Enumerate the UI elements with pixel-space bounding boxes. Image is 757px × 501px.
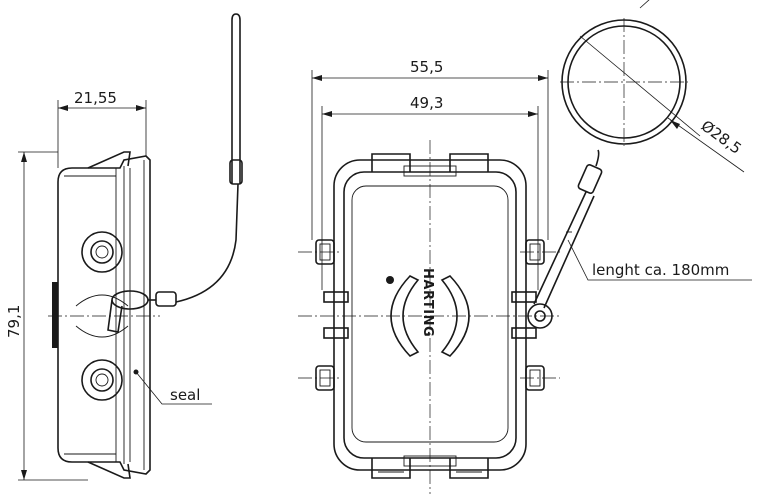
lanyard-eyelet xyxy=(527,303,553,329)
harting-logo-text: HARTING xyxy=(420,268,435,337)
side-view-cable xyxy=(175,183,239,303)
dimension-side-width: 21,55 xyxy=(57,89,147,168)
lanyard-loop-outer xyxy=(561,19,687,145)
dimension-inner-width: 49,3 xyxy=(321,94,539,290)
side-width-value: 21,55 xyxy=(74,89,117,107)
loop-diameter-value: Ø28,5 xyxy=(698,117,745,158)
dimension-outer-width: 55,5 xyxy=(311,58,549,240)
side-view-rib xyxy=(52,282,58,348)
lanyard-length-label: lenght ca. 180mm xyxy=(592,261,729,279)
lanyard-length-callout: lenght ca. 180mm xyxy=(567,239,752,281)
harting-logo: HARTING xyxy=(386,268,470,357)
side-view-boss-top xyxy=(81,231,123,273)
dimension-side-height: 79,1 xyxy=(5,151,88,481)
front-lanyard xyxy=(527,0,701,329)
seal-label: seal xyxy=(170,386,200,404)
side-view-boss-bottom xyxy=(81,359,123,401)
front-view: HARTING xyxy=(298,140,560,494)
lanyard-crimp xyxy=(577,164,603,194)
side-view-crimp xyxy=(155,291,177,307)
side-height-value: 79,1 xyxy=(5,305,23,338)
outer-width-value: 55,5 xyxy=(410,58,443,76)
lanyard-cable xyxy=(533,191,595,309)
inner-width-value: 49,3 xyxy=(410,94,443,112)
seal-callout: seal xyxy=(133,369,212,405)
side-view xyxy=(48,13,243,479)
dimension-loop-diameter: Ø28,5 xyxy=(667,117,745,173)
side-view-body xyxy=(57,155,151,475)
logo-dot xyxy=(386,276,394,284)
